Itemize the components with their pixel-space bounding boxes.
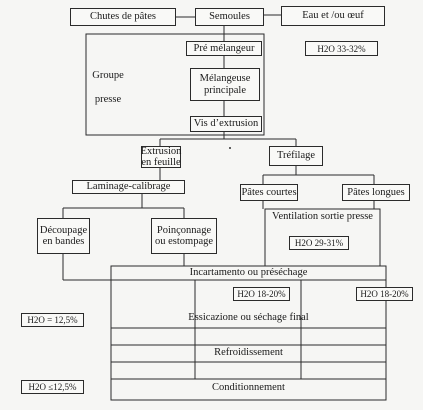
ventilation-label: Ventilation sortie presse (272, 211, 373, 222)
h2o-bottom-left-label: H2O ≤12,5% (21, 380, 84, 394)
refroidissement-label: Refroidissement (214, 347, 283, 358)
vis-extrusion-box: Vis d’extrusion (190, 116, 262, 132)
eau-oeuf-box: Eau et /ou œuf (281, 6, 385, 26)
h2o-courtes-label: H2O 18-20% (233, 287, 290, 301)
essiccazione-label: Essicazione ou séchage final (188, 312, 309, 323)
incartamento-label: Incartamento ou préséchage (189, 267, 308, 278)
h2o-ventilation-label: H2O 29-31% (289, 236, 349, 250)
groupe-presse-label: Groupe presse (92, 70, 124, 105)
semoules-box: Semoules (195, 8, 264, 26)
pre-melangeur-box: Pré mélangeur (186, 41, 262, 56)
dot-mark (229, 147, 231, 149)
trefilage-box: Tréfilage (269, 146, 323, 166)
extrusion-en-feuille-box: Extrusion en feuille (140, 146, 182, 168)
melangeuse-principale-box: Mélangeuse principale (190, 68, 260, 101)
h2o-premix-label: H2O 33-32% (305, 41, 378, 56)
decoupage-bandes-box: Découpage en bandes (37, 218, 90, 254)
pates-courtes-box: Pâtes courtes (240, 184, 298, 201)
laminage-calibrage-box: Laminage-calibrage (72, 180, 185, 194)
h2o-final-left-label: H2O = 12,5% (21, 313, 84, 327)
chutes-de-pates-box: Chutes de pâtes (70, 8, 176, 26)
conditionnement-label: Conditionnement (212, 382, 285, 393)
h2o-longues-label: H2O 18-20% (356, 287, 413, 301)
pates-longues-box: Pâtes longues (342, 184, 410, 201)
poinconnage-box: Poinçonnage ou estompage (151, 218, 217, 254)
